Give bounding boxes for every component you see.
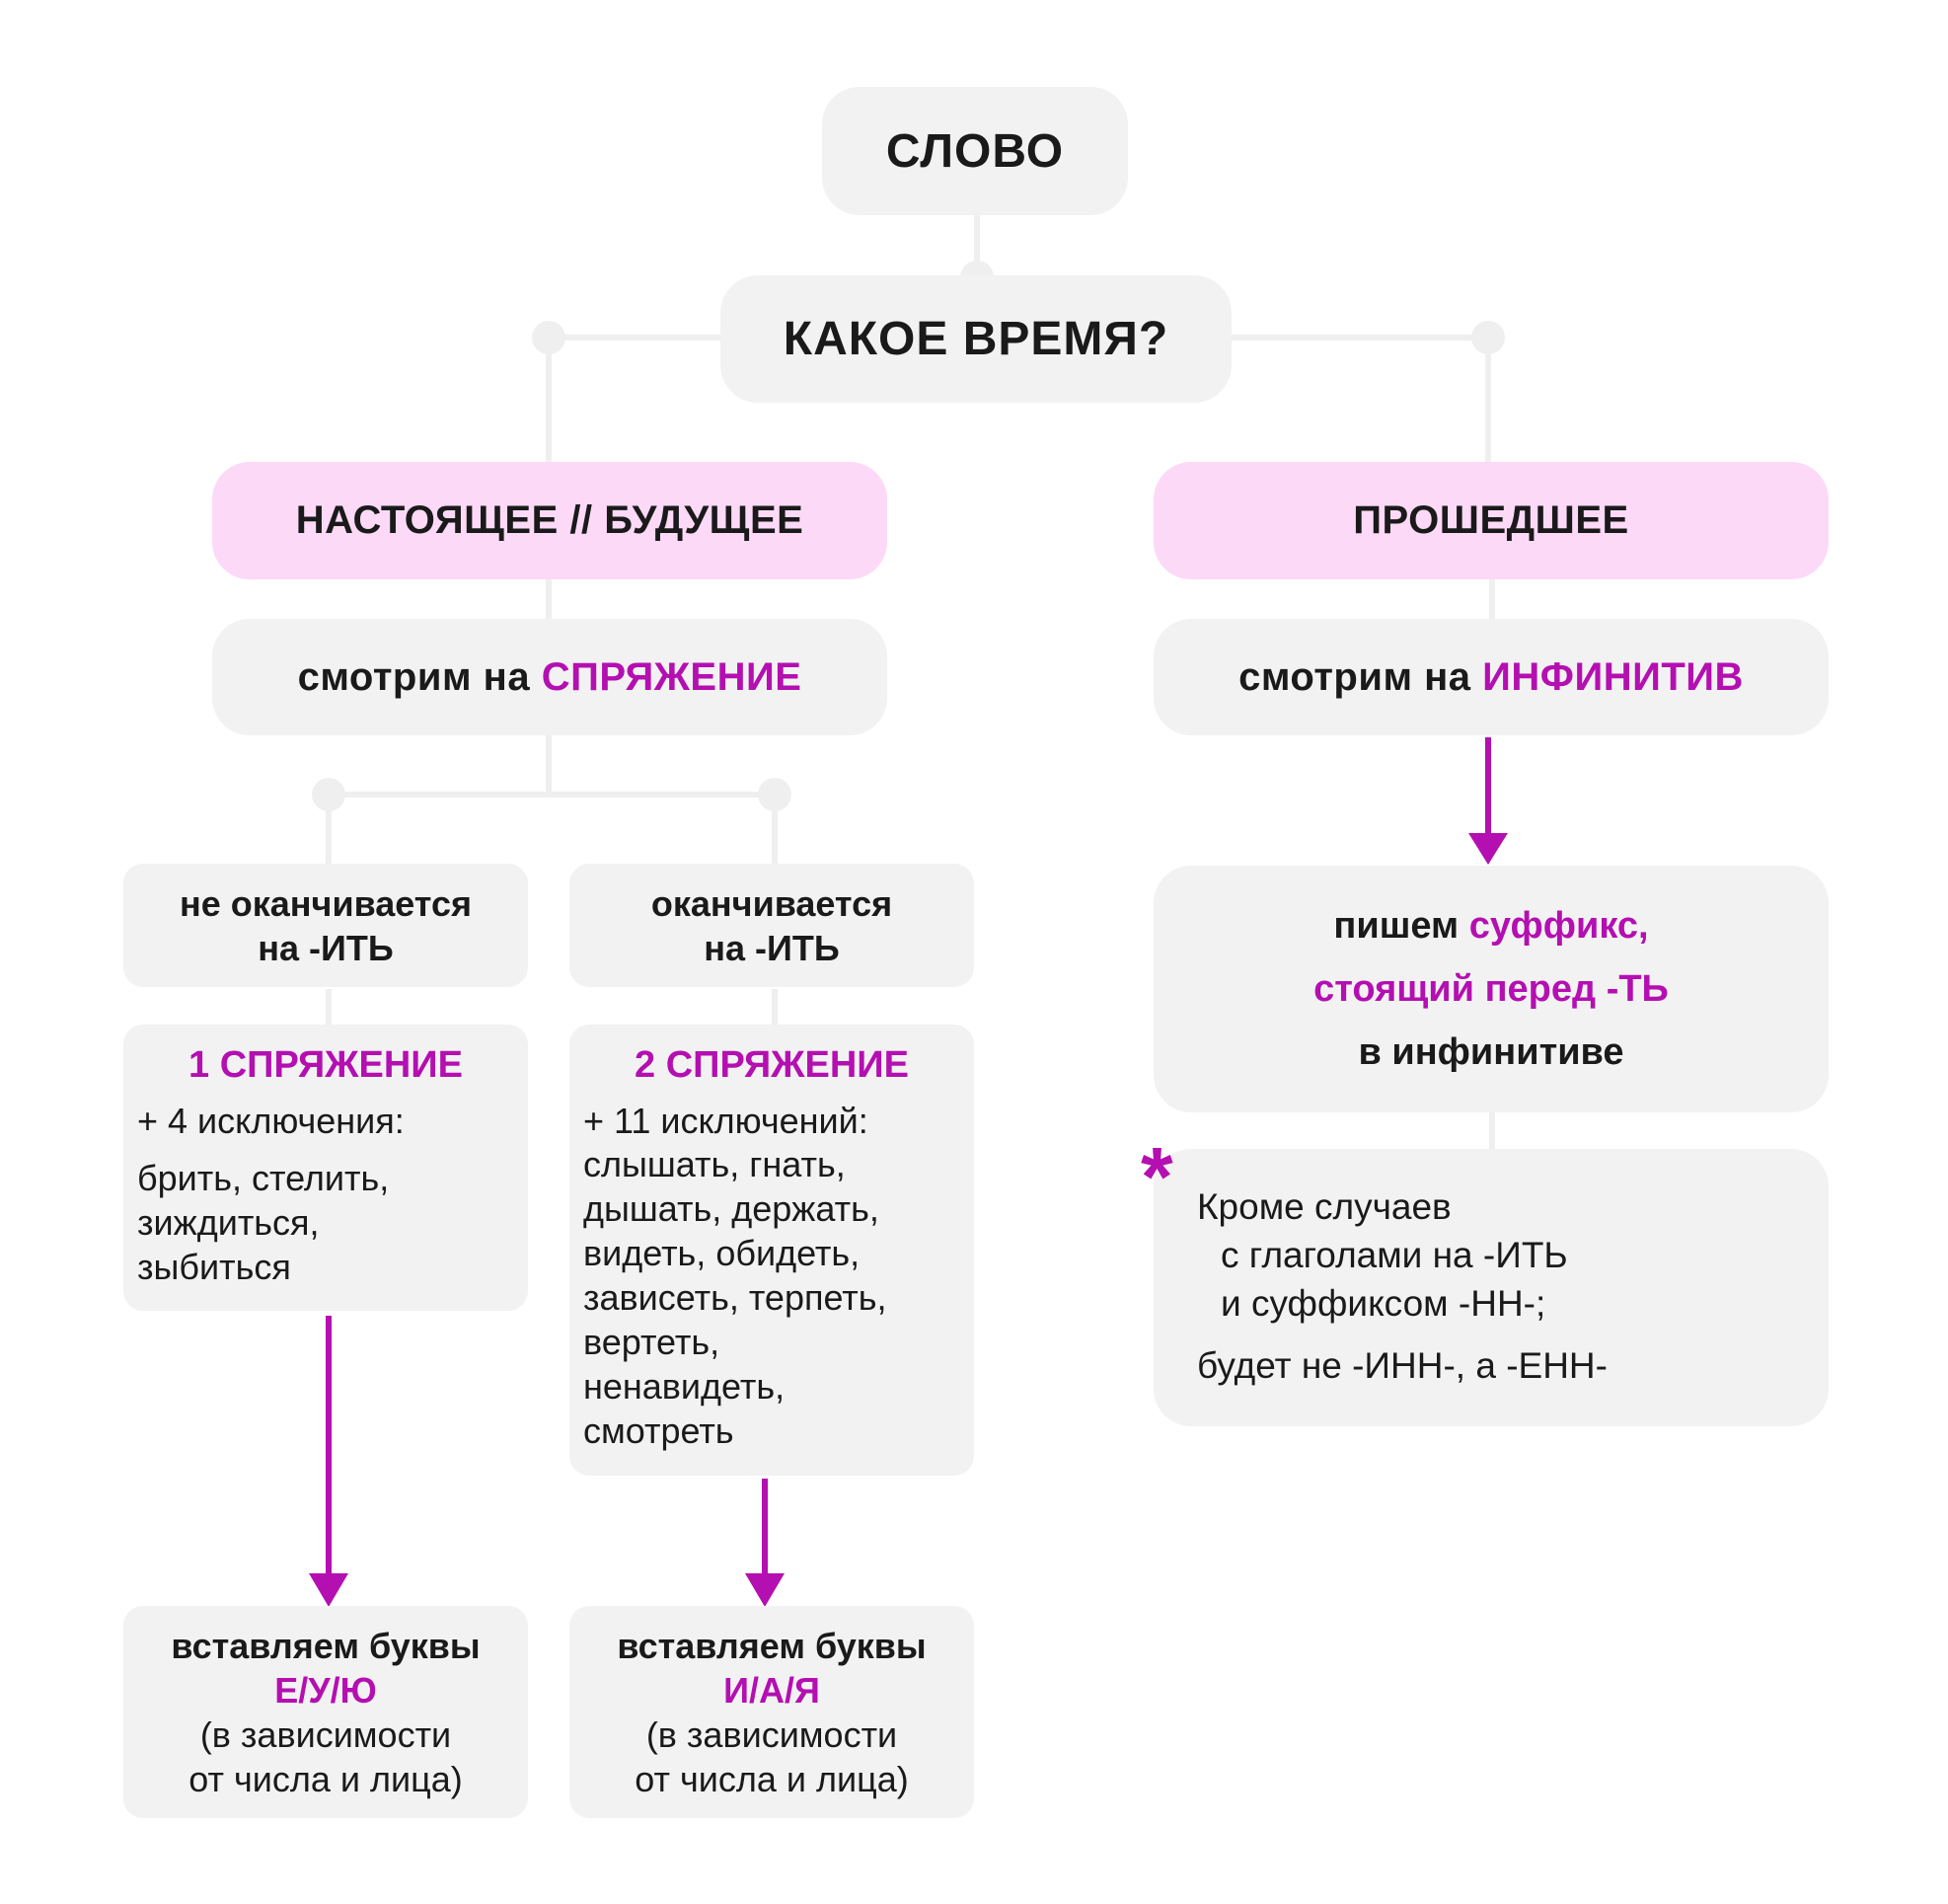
- result-1-line1: вставляем буквы: [171, 1625, 481, 1666]
- result-1-line4: от числа и лица): [188, 1758, 463, 1799]
- past-rule-accent1: суффикс,: [1468, 905, 1649, 947]
- root-label: СЛОВО: [885, 124, 1065, 178]
- conjugation-1-title: 1 СПРЯЖЕНИЕ: [188, 1044, 463, 1086]
- exception-item: вертеть,: [583, 1322, 720, 1362]
- result-2-node: вставляем буквы И/А/Я (в зависимости от …: [569, 1606, 974, 1818]
- present-future-label: НАСТОЯЩЕЕ // БУДУЩЕЕ: [295, 498, 804, 542]
- exception-item: ненавидеть,: [583, 1366, 786, 1407]
- past-node: ПРОШЕДШЕЕ: [1154, 462, 1829, 579]
- branch-not-it-line1: не оканчивается: [180, 882, 472, 924]
- past-rule-node: пишем суффикс, стоящий перед -ТЬ в инфин…: [1154, 866, 1829, 1112]
- junction-dot: [758, 778, 791, 811]
- look-conjugation-accent: СПРЯЖЕНИЕ: [541, 654, 802, 699]
- conjugation-1-exceptions-list: брить, стелить, зиждиться, зыбиться: [137, 1156, 389, 1289]
- look-infinitive-node: смотрим на ИНФИНИТИВ: [1154, 619, 1829, 735]
- junction-dot: [312, 778, 345, 811]
- conjugation-1-node: 1 СПРЯЖЕНИЕ + 4 исключения: брить, стели…: [123, 1025, 528, 1311]
- note-line: будет не -ИНН-, а -ЕНН-: [1197, 1345, 1608, 1386]
- past-rule-line1: пишем суффикс,: [1333, 894, 1648, 957]
- result-1-line3: (в зависимости: [199, 1714, 452, 1755]
- past-rule-prefix: пишем: [1333, 905, 1469, 947]
- result-2-line3: (в зависимости: [645, 1714, 898, 1755]
- look-conjugation-node: смотрим на СПРЯЖЕНИЕ: [212, 619, 887, 735]
- result-2-line4: от числа и лица): [635, 1758, 909, 1799]
- exception-item: смотреть: [583, 1410, 734, 1451]
- conjugation-2-node: 2 СПРЯЖЕНИЕ + 11 исключений: слышать, гн…: [569, 1025, 974, 1476]
- result-1-letters: Е/У/Ю: [274, 1669, 377, 1711]
- conjugation-2-exceptions-count: + 11 исключений:: [583, 1101, 868, 1141]
- conjugation-2-title: 2 СПРЯЖЕНИЕ: [635, 1044, 909, 1086]
- branch-not-it-node: не оканчивается на -ИТЬ: [123, 864, 528, 987]
- exception-item: зависеть, терпеть,: [583, 1277, 887, 1318]
- look-infinitive-prefix: смотрим на: [1238, 654, 1483, 699]
- question-node: КАКОЕ ВРЕМЯ?: [720, 275, 1232, 403]
- past-rule-accent2: стоящий перед -ТЬ: [1313, 968, 1669, 1010]
- past-note-node: Кроме случаев с глаголами на -ИТЬ и суфф…: [1154, 1149, 1829, 1426]
- exception-item: дышать, держать,: [583, 1188, 879, 1229]
- present-future-node: НАСТОЯЩЕЕ // БУДУЩЕЕ: [212, 462, 887, 579]
- result-2-letters: И/А/Я: [723, 1669, 820, 1711]
- past-rule-suffix: в инфинитиве: [1358, 1031, 1624, 1073]
- branch-it-line2: на -ИТЬ: [704, 927, 840, 968]
- look-conjugation-text: смотрим на СПРЯЖЕНИЕ: [298, 655, 802, 700]
- note-line: Кроме случаев: [1197, 1186, 1452, 1227]
- arrow-past-head: [1468, 833, 1508, 865]
- branch-it-line1: оканчивается: [650, 882, 893, 924]
- exception-item: зиждиться,: [137, 1202, 320, 1243]
- result-1-node: вставляем буквы Е/У/Ю (в зависимости от …: [123, 1606, 528, 1818]
- branch-it-node: оканчивается на -ИТЬ: [569, 864, 974, 987]
- exception-item: брить, стелить,: [137, 1158, 390, 1198]
- look-conjugation-prefix: смотрим на: [297, 654, 542, 699]
- junction-dot: [532, 321, 565, 354]
- asterisk-icon: *: [1141, 1130, 1173, 1223]
- note-line: и суффиксом -НН-;: [1221, 1283, 1546, 1324]
- conjugation-1-exceptions-count: + 4 исключения:: [137, 1101, 405, 1141]
- junction-dot: [1471, 321, 1505, 354]
- question-label: КАКОЕ ВРЕМЯ?: [783, 313, 1169, 365]
- arrow-left-head: [309, 1573, 348, 1607]
- look-infinitive-text: смотрим на ИНФИНИТИВ: [1238, 655, 1744, 700]
- arrow-right-head: [745, 1573, 785, 1607]
- exception-item: видеть, обидеть,: [583, 1233, 861, 1273]
- branch-not-it-line2: на -ИТЬ: [258, 927, 394, 968]
- look-infinitive-accent: ИНФИНИТИВ: [1482, 654, 1744, 699]
- exception-item: зыбиться: [137, 1247, 291, 1287]
- past-label: ПРОШЕДШЕЕ: [1353, 498, 1629, 542]
- note-line: с глаголами на -ИТЬ: [1221, 1235, 1568, 1275]
- root-node: СЛОВО: [822, 87, 1128, 215]
- conjugation-2-exceptions-list: слышать, гнать, дышать, держать, видеть,…: [583, 1142, 887, 1453]
- result-2-line1: вставляем буквы: [617, 1625, 927, 1666]
- exception-item: слышать, гнать,: [583, 1144, 846, 1184]
